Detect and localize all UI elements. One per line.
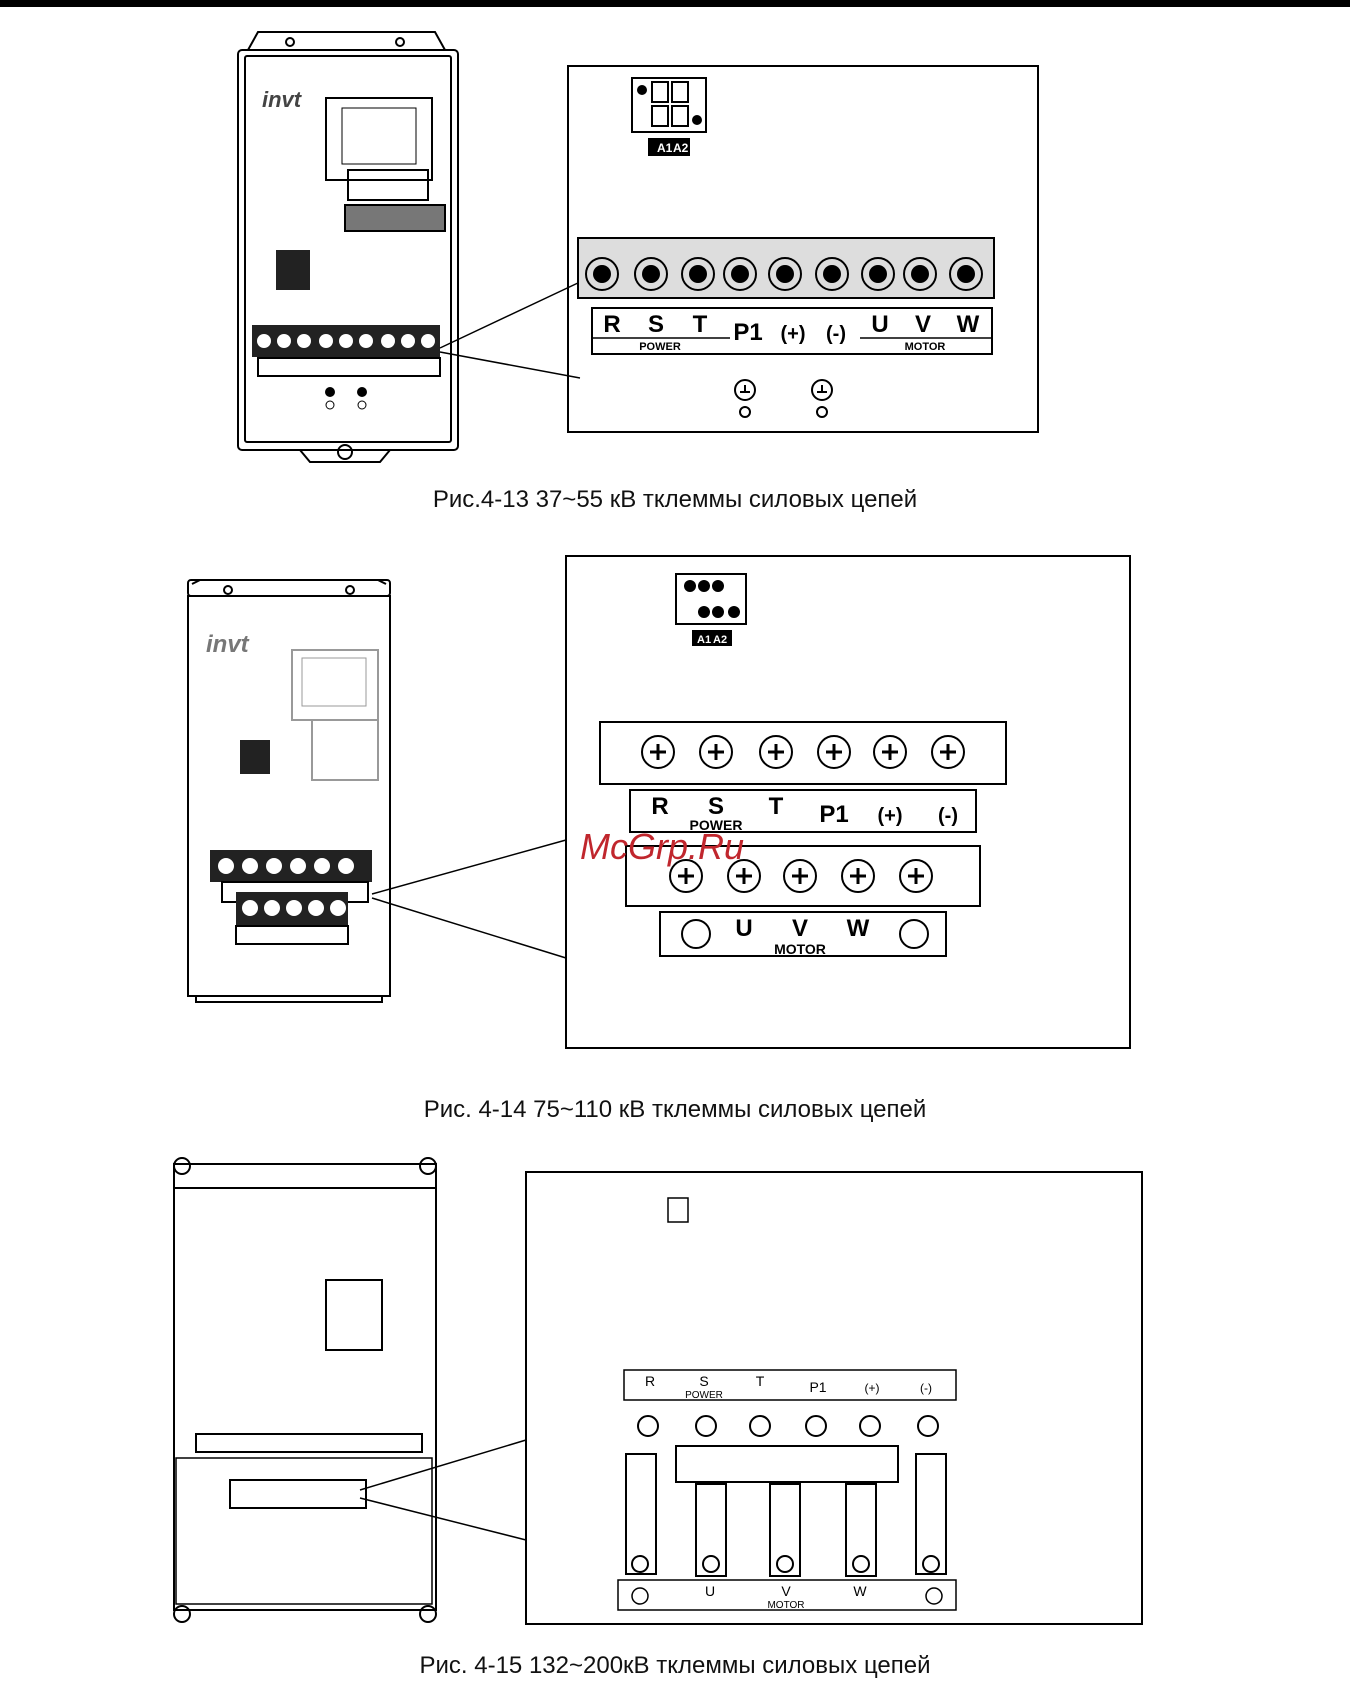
caption-fig-4-14: Рис. 4-14 75~110 кВ тклеммы силовых цепе… [0, 1096, 1350, 1124]
drive-unit [174, 1158, 436, 1622]
aux-terminal-mini [240, 740, 270, 774]
brand-logo: invt [262, 87, 303, 112]
terminal-minus: (-) [920, 1381, 932, 1395]
detail-box [526, 1172, 1142, 1624]
caption-fig-4-13: Рис.4-13 37~55 кВ тклеммы силовых цепей [0, 486, 1350, 514]
watermark: McGrp.Ru [580, 826, 744, 868]
group-power: POWER [685, 1390, 723, 1401]
aux-label-a1: A1 [657, 141, 673, 155]
terminal-P1: P1 [809, 1379, 826, 1395]
leader-lines [372, 840, 566, 958]
terminal-R: R [645, 1373, 655, 1389]
mini-terminal-strip [252, 325, 440, 409]
terminal-plus: (+) [865, 1381, 880, 1395]
busbar-assembly [626, 1416, 946, 1576]
terminal-U: U [705, 1583, 715, 1599]
group-power: POWER [639, 341, 681, 353]
terminal-minus: (-) [826, 323, 846, 345]
terminal-W: W [853, 1583, 867, 1599]
mini-terminal-strip [210, 850, 372, 944]
figure-4-13: invt A1 A2 [0, 0, 1350, 530]
terminal-T: T [693, 311, 708, 338]
group-motor: MOTOR [774, 941, 826, 957]
leader-lines [360, 1440, 526, 1540]
caption-fig-4-15: Рис. 4-15 132~200кВ тклеммы силовых цепе… [0, 1652, 1350, 1680]
terminal-W: W [957, 311, 980, 338]
aux-terminal-mini [276, 250, 310, 290]
leader-lines [440, 282, 580, 378]
aux-label-a1: A1 [697, 634, 711, 646]
ground-icon [926, 1588, 942, 1604]
terminal-V: V [915, 311, 931, 338]
terminal-plus: (+) [878, 805, 903, 827]
ground-icon [682, 920, 710, 948]
brand-logo: invt [206, 631, 250, 658]
terminal-S: S [648, 311, 664, 338]
terminal-T: T [769, 793, 784, 820]
terminal-R: R [651, 793, 668, 820]
figure-4-15: R S T P1 (+) (-) POWER U V W MOTOR [0, 1140, 1350, 1684]
aux-label-a2: A2 [673, 141, 689, 155]
terminal-S: S [699, 1373, 708, 1389]
aux-label-a2: A2 [713, 634, 727, 646]
terminal-S: S [708, 793, 724, 820]
terminal-V: V [792, 915, 808, 942]
terminal-W: W [847, 915, 870, 942]
keypad [292, 650, 378, 780]
terminal-P1: P1 [819, 801, 848, 828]
terminal-U: U [735, 915, 752, 942]
keypad [326, 98, 445, 231]
terminal-plus: (+) [781, 323, 806, 345]
terminal-minus: (-) [938, 805, 958, 827]
ground-icon [735, 380, 832, 417]
ground-icon [900, 920, 928, 948]
terminal-P1: P1 [733, 319, 762, 346]
group-motor: MOTOR [767, 1600, 804, 1611]
group-motor: MOTOR [905, 341, 946, 353]
terminal-R: R [603, 311, 620, 338]
terminal-U: U [871, 311, 888, 338]
terminal-V: V [781, 1583, 791, 1599]
power-label-strip [624, 1370, 956, 1400]
aux-terminal-mini [668, 1198, 688, 1222]
terminal-T: T [756, 1373, 765, 1389]
ground-icon [632, 1588, 648, 1604]
figure-4-14: invt A1 A2 [0, 540, 1350, 1080]
